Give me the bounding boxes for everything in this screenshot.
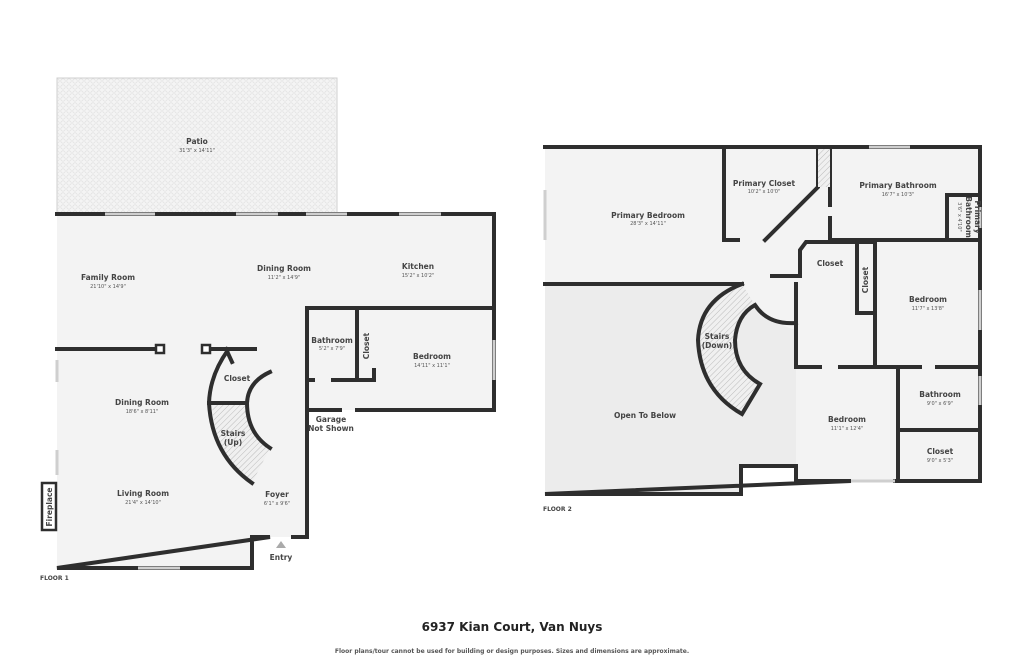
floor-2 (543, 145, 982, 496)
room-dim: 28'3" x 14'11" (630, 221, 666, 227)
room-dim: 3'6" x 4'10" (956, 202, 962, 231)
room-dim: 6'1" x 9'6" (264, 501, 290, 507)
floor-1-fill (57, 214, 494, 568)
floor-2-labels: Primary Bedroom 28'3" x 14'11" Primary C… (543, 179, 982, 513)
room-dim: 9'0" x 5'3" (927, 458, 953, 464)
room-dim: 21'4" x 14'10" (125, 500, 161, 506)
room-dim: 14'11" x 11'1" (414, 363, 450, 369)
room-name: Bathroom (964, 196, 973, 238)
room-name: Closet (861, 266, 870, 293)
pillar (200, 343, 212, 355)
room-name: Primary Bedroom (611, 211, 685, 220)
patio (56, 77, 338, 215)
room-name: Kitchen (402, 262, 434, 271)
stairs-down (698, 284, 760, 414)
room-dim: 11'7" x 13'8" (912, 306, 945, 312)
bedroom-bath-wall (794, 282, 982, 483)
room-sub: Not Shown (308, 424, 354, 433)
room-name: Entry (270, 553, 293, 562)
room-name: Primary (973, 200, 982, 233)
bathroom-wall (305, 306, 376, 382)
kitchen-bedroom-wall (305, 306, 496, 412)
room-dim: 11'1" x 12'4" (831, 426, 864, 432)
room-name: Closet (927, 447, 954, 456)
room-name: Foyer (265, 490, 289, 499)
chase (818, 149, 830, 187)
room-name: Family Room (81, 273, 135, 282)
room-name: Garage (316, 415, 346, 424)
room-sub: (Down) (702, 341, 733, 350)
room-name: Closet (362, 332, 371, 359)
room-name: Primary Closet (733, 179, 796, 188)
room-name: Closet (817, 259, 844, 268)
room-name: Living Room (117, 489, 169, 498)
room-name: Dining Room (115, 398, 169, 407)
floor-1-labels: Patio 31'3" x 14'11" Family Room 21'10" … (40, 137, 451, 582)
room-dim: 31'3" x 14'11" (179, 148, 215, 154)
room-dim: 21'10" x 14'9" (90, 284, 126, 290)
stairs-up (212, 403, 270, 483)
room-name: Stairs (221, 429, 246, 438)
room-sub: (Up) (224, 438, 242, 447)
room-dim: 11'2" x 14'9" (268, 275, 301, 281)
room-name: Bathroom (311, 336, 353, 345)
room-name: Open To Below (614, 411, 676, 420)
room-name: Bedroom (413, 352, 451, 361)
room-dim: 5'2" x 7'9" (319, 346, 345, 352)
room-name: Primary Bathroom (859, 181, 937, 190)
room-name: Patio (186, 137, 208, 146)
fireplace-label: Fireplace (45, 487, 54, 526)
disclaimer: Floor plans/tour cannot be used for buil… (334, 648, 690, 655)
fireplace (40, 481, 58, 532)
room-dim: 15'2" x 10'2" (402, 273, 435, 279)
stair-closet-wall (206, 346, 273, 486)
room-dim: 18'6" x 8'11" (126, 409, 159, 415)
room-name: Bedroom (909, 295, 947, 304)
floor-label: FLOOR 2 (543, 506, 572, 513)
room-dim: 16'7" x 10'3" (882, 192, 915, 198)
room-name: Dining Room (257, 264, 311, 273)
floor-label: FLOOR 1 (40, 575, 69, 582)
room-name: Closet (224, 374, 251, 383)
room-name: Stairs (705, 332, 730, 341)
room-name: Bedroom (828, 415, 866, 424)
room-dim: 9'0" x 6'9" (927, 401, 953, 407)
stairs-down-wall (695, 281, 799, 417)
room-dim: 10'2" x 10'0" (748, 189, 781, 195)
room-name: Bathroom (919, 390, 961, 399)
floor-1: Fireplace (40, 77, 496, 570)
property-address: 6937 Kian Court, Van Nuys (421, 620, 603, 634)
hall-closet-wall (543, 240, 877, 367)
pillar (154, 343, 166, 355)
entry-arrow-icon (276, 541, 286, 548)
